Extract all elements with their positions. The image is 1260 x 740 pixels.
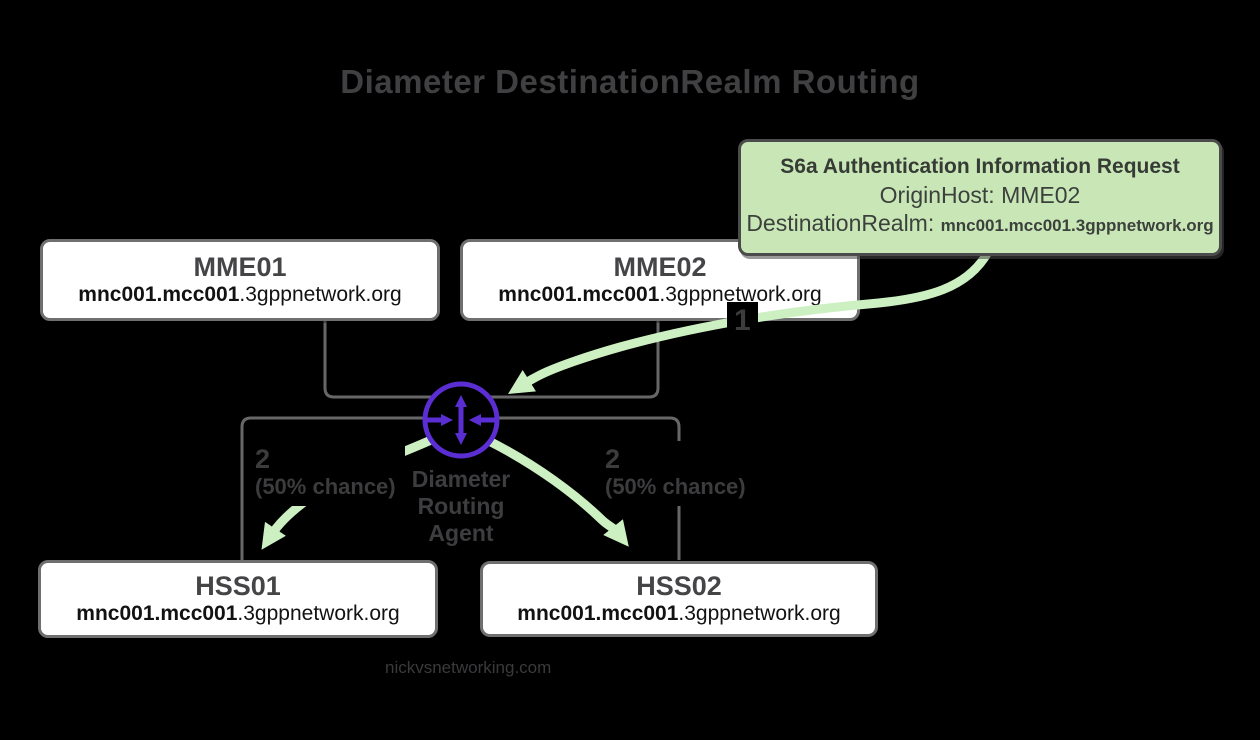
node-hss01: HSS01 mnc001.mcc001.3gppnetwork.org — [38, 560, 438, 638]
arrow-step1-request — [507, 247, 993, 395]
arrow-step2-hss02 — [484, 436, 629, 547]
node-hss01-realm: mnc001.mcc001.3gppnetwork.org — [76, 602, 400, 625]
node-hss02: HSS02 mnc001.mcc001.3gppnetwork.org — [480, 561, 878, 637]
arrow-step2-hss01 — [261, 435, 436, 550]
node-mme02-title: MME02 — [613, 252, 707, 282]
node-hss01-title: HSS01 — [195, 571, 281, 601]
node-mme01-realm: mnc001.mcc001.3gppnetwork.org — [78, 283, 402, 306]
node-hss02-realm: mnc001.mcc001.3gppnetwork.org — [517, 602, 841, 625]
router-icon — [422, 381, 500, 459]
node-mme02-realm: mnc001.mcc001.3gppnetwork.org — [498, 283, 822, 306]
node-hss02-title: HSS02 — [636, 571, 722, 601]
node-mme01: MME01 mnc001.mcc001.3gppnetwork.org — [40, 239, 440, 321]
node-mme01-title: MME01 — [193, 252, 287, 282]
